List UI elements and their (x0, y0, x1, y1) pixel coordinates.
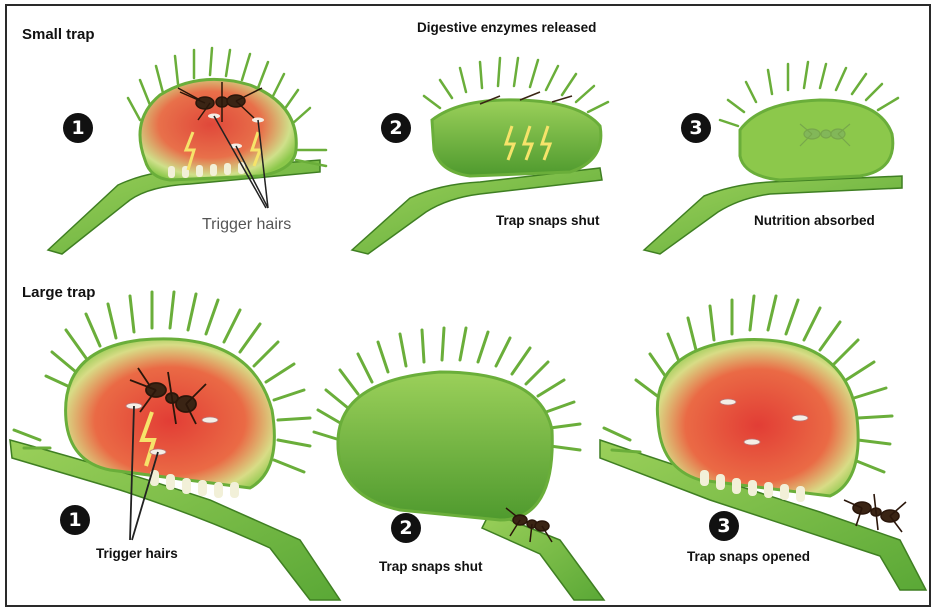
large-trap-snaps-shut-caption: Trap snaps shut (379, 559, 483, 574)
large-trigger-hairs-label: Trigger hairs (96, 546, 178, 561)
small-trap-snaps-shut-caption: Trap snaps shut (496, 213, 600, 228)
small-stage-3-badge: 3 (681, 113, 711, 143)
large-trap-3-teeth (700, 470, 805, 502)
large-trap-3-ant (843, 493, 907, 533)
small-trap-1-cilia (126, 46, 328, 168)
small-trigger-hairs-label: Trigger hairs (202, 216, 292, 233)
small-stage-1-badge: 1 (63, 113, 93, 143)
large-stage-3-badge: 3 (709, 511, 739, 541)
large-trap-2-cilia (312, 326, 582, 452)
large-trap-section-title: Large trap (22, 284, 96, 301)
large-trap-2-ant (505, 507, 553, 543)
small-trap-1-lightning-icon-2 (249, 131, 263, 167)
large-trap-snaps-opened-caption: Trap snaps opened (687, 549, 811, 564)
large-trap-3-plant (599, 294, 928, 591)
small-trap-2-lightning-icon (503, 125, 553, 161)
large-stage-1-badge: 1 (60, 505, 90, 535)
large-trap-3-cilia (602, 294, 894, 474)
large-trap-2-plant (312, 326, 606, 601)
large-stage-2-badge: 2 (391, 513, 421, 543)
small-trap-1-teeth (168, 162, 245, 178)
large-trap-1-ant (129, 367, 207, 425)
small-trap-3-cilia (718, 60, 900, 128)
small-trap-1-pointer-lines (213, 115, 269, 209)
large-trap-1-pointer-lines (129, 405, 159, 541)
large-trap-1-teeth (150, 470, 239, 498)
small-trap-3-plant (642, 60, 903, 255)
large-trap-1-trigger-hair-marks (125, 402, 219, 456)
large-trap-3-trigger-hair-marks (719, 398, 809, 446)
small-trap-2-plant (350, 56, 610, 255)
large-trap-1-plant (9, 290, 342, 601)
small-trap-3-ant-silhouette (799, 123, 851, 147)
small-digestive-enzymes-caption: Digestive enzymes released (417, 20, 597, 35)
large-trap-1-cilia (12, 290, 312, 474)
small-trap-1-ant (177, 82, 263, 122)
small-trap-section-title: Small trap (22, 26, 95, 43)
small-trap-1-lightning-icon (183, 131, 197, 171)
small-nutrition-absorbed-caption: Nutrition absorbed (754, 213, 875, 228)
small-trap-2-cilia (422, 56, 610, 114)
small-trap-2-ant-legs (479, 91, 573, 105)
small-trap-1-plant (46, 46, 328, 255)
small-stage-2-badge: 2 (381, 113, 411, 143)
